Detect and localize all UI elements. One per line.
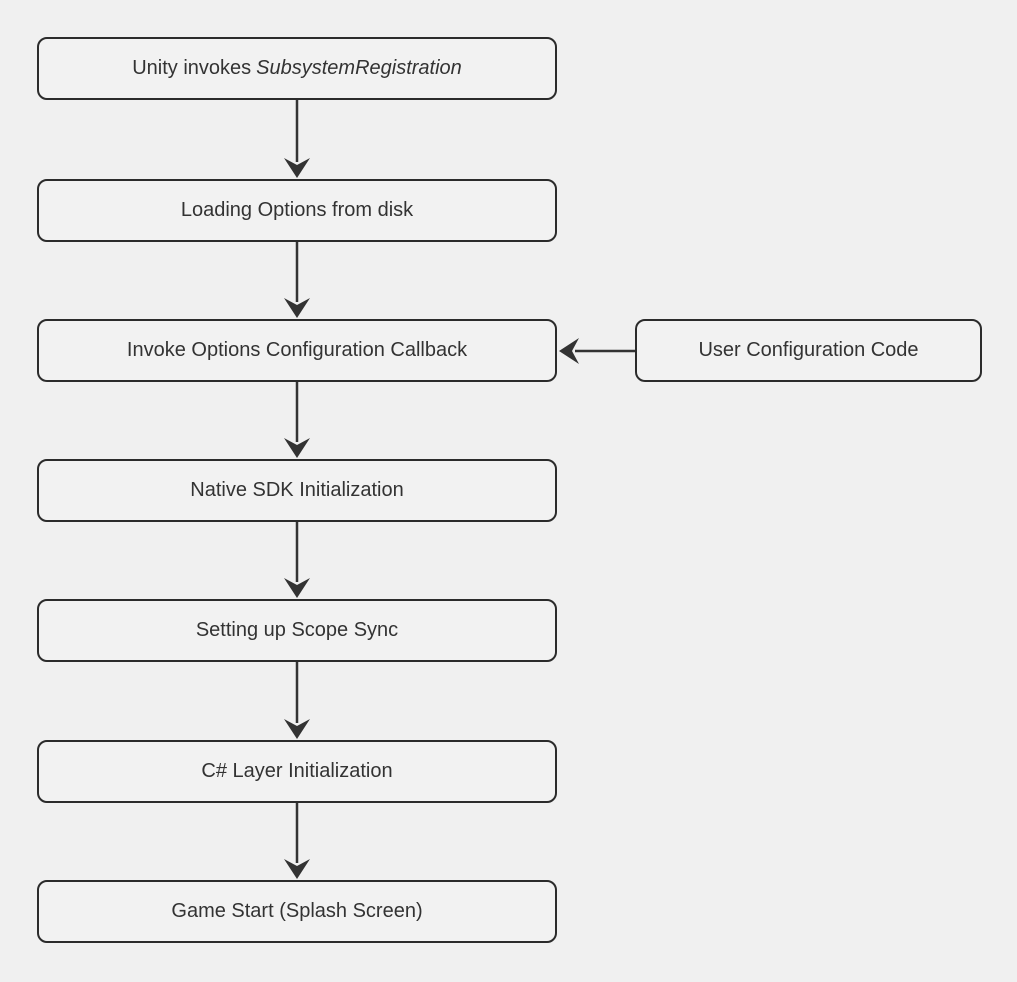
arrow-step4-to-step5 bbox=[284, 662, 310, 739]
node-label: C# Layer Initialization bbox=[201, 760, 393, 782]
arrow-step5-to-step6 bbox=[284, 803, 310, 879]
node-native-sdk-initialization: Native SDK Initialization bbox=[37, 459, 557, 522]
node-user-configuration-code: User Configuration Code bbox=[635, 319, 982, 382]
arrow-step2-to-step3 bbox=[284, 382, 310, 458]
node-label: User Configuration Code bbox=[698, 339, 919, 361]
arrow-step3-to-step4 bbox=[284, 522, 310, 598]
node-label: Loading Options from disk bbox=[180, 199, 414, 221]
arrow-user-config-to-callback bbox=[559, 338, 635, 364]
arrow-step1-to-step2 bbox=[284, 242, 310, 318]
node-label: Invoke Options Configuration Callback bbox=[126, 339, 468, 361]
node-invoke-options-configuration-callback: Invoke Options Configuration Callback bbox=[37, 319, 557, 382]
arrow-step0-to-step1 bbox=[284, 100, 310, 178]
node-label: Native SDK Initialization bbox=[190, 479, 404, 501]
node-csharp-layer-initialization: C# Layer Initialization bbox=[37, 740, 557, 803]
node-setting-up-scope-sync: Setting up Scope Sync bbox=[37, 599, 557, 662]
node-loading-options-from-disk: Loading Options from disk bbox=[37, 179, 557, 242]
node-label: Setting up Scope Sync bbox=[195, 619, 399, 641]
node-game-start-splash-screen: Game Start (Splash Screen) bbox=[37, 880, 557, 943]
node-label: Game Start (Splash Screen) bbox=[171, 900, 423, 922]
